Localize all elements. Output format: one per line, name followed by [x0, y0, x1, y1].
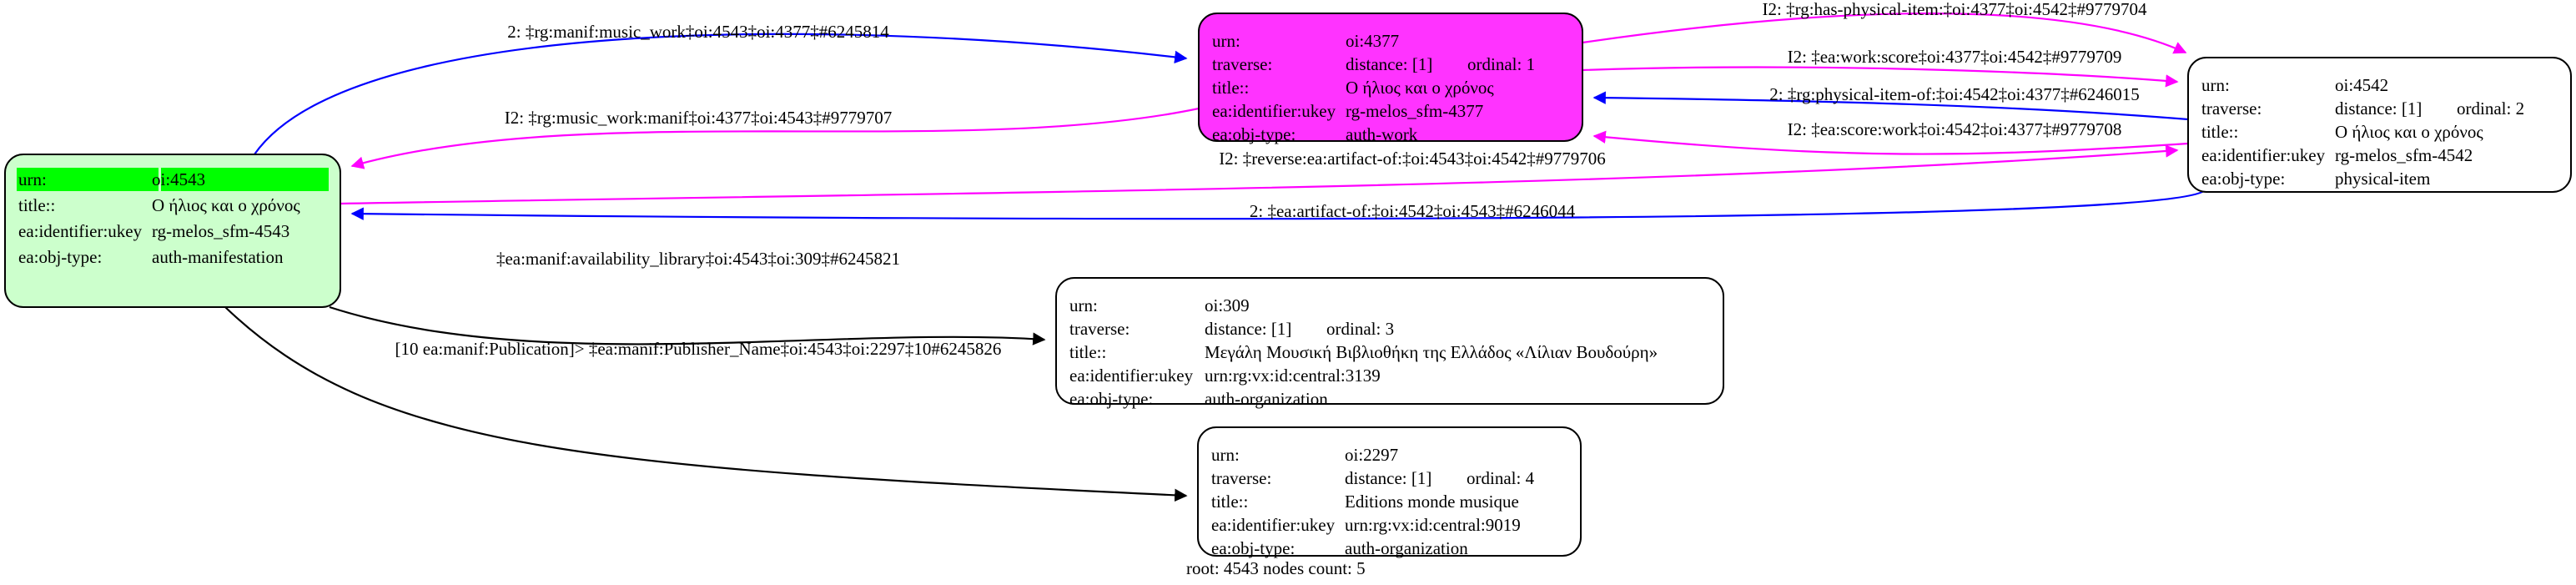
- node-row-key: ea:identifier:ukey: [1212, 101, 1336, 121]
- node-row-key: ea:obj-type:: [1211, 538, 1295, 558]
- node-row-ordinal: ordinal: 3: [1326, 319, 1394, 339]
- node-row-key: ea:obj-type:: [18, 247, 102, 267]
- node-row-value: Μεγάλη Μουσική Βιβλιοθήκη της Ελλάδος «Λ…: [1205, 342, 1658, 362]
- node-row-ordinal: ordinal: 4: [1467, 468, 1535, 488]
- node-box: [2187, 57, 2572, 193]
- edge-4542-to-4377[interactable]: [1592, 91, 2189, 121]
- edge-label: I2: ‡rg:has-physical-item:‡oi:4377‡oi:45…: [1763, 0, 2147, 19]
- node-row-key: title::: [18, 195, 55, 215]
- edge-label: I2: ‡reverse:ea:artifact-of:‡oi:4543‡oi:…: [1219, 149, 1606, 169]
- edge-label: 2: ‡ea:artifact-of:‡oi:4542‡oi:4543‡#624…: [1250, 201, 1576, 221]
- node-row-value: urn:rg:vx:id:central:3139: [1205, 366, 1381, 386]
- node-row-key: urn:: [2201, 75, 2230, 95]
- node-row-key: title::: [1212, 78, 1249, 98]
- node-4542[interactable]: urn: oi:4542 traverse: distance: [1] ordinal…: [2187, 57, 2572, 193]
- edge-label: 2: ‡rg:manif:music_work‡oi:4543‡oi:4377‡…: [507, 22, 889, 42]
- node-row-key: urn:: [18, 169, 47, 189]
- node-row-value: distance: [1]: [1205, 319, 1291, 339]
- node-row-value: oi:2297: [1345, 445, 1398, 465]
- node-2297[interactable]: urn: oi:2297 traverse: distance: [1] ordinal…: [1197, 426, 1582, 558]
- node-row-key: title::: [1069, 342, 1106, 362]
- node-row-value: Editions monde musique: [1345, 492, 1519, 512]
- node-row-key: ea:obj-type:: [2201, 169, 2285, 189]
- edge-4377-to-4542[interactable]: [1582, 66, 2179, 88]
- node-row-value: Ο ήλιος και ο χρόνος: [152, 195, 300, 215]
- node-309[interactable]: urn: oi:309 traverse: distance: [1] ordinal:…: [1055, 277, 1724, 409]
- node-row-value: distance: [1]: [1345, 468, 1431, 488]
- node-box: [1197, 426, 1582, 557]
- edge-4543-to-2297[interactable]: [224, 306, 1188, 502]
- node-row-value: distance: [1]: [2335, 98, 2422, 119]
- node-row-key: ea:identifier:ukey: [18, 221, 143, 241]
- edge-label: ‡ea:manif:availability_library‡oi:4543‡o…: [496, 249, 900, 269]
- node-row-value: auth-work: [1346, 124, 1418, 144]
- node-row-key: title::: [2201, 122, 2238, 142]
- node-row-value: oi:4542: [2335, 75, 2388, 95]
- graph-footer: root: 4543 nodes count: 5: [1186, 558, 1366, 578]
- node-row-key: traverse:: [1212, 54, 1272, 74]
- node-row-key: ea:identifier:ukey: [1069, 366, 1194, 386]
- node-row-value: physical-item: [2335, 169, 2430, 189]
- node-row-ordinal: ordinal: 1: [1467, 54, 1535, 74]
- edges: 2: ‡rg:manif:music_work‡oi:4543‡oi:4377‡…: [224, 0, 2206, 502]
- node-4377[interactable]: urn: oi:4377 traverse: distance: [1] ordinal…: [1198, 13, 1583, 144]
- edge-4543-to-4377[interactable]: [254, 33, 1188, 155]
- node-row-value: oi:4543: [152, 169, 205, 189]
- node-row-key: ea:obj-type:: [1212, 124, 1296, 144]
- edge-4542-to-4377[interactable]: [1592, 130, 2189, 155]
- node-row-value: urn:rg:vx:id:central:9019: [1345, 515, 1521, 535]
- node-row-key: traverse:: [2201, 98, 2262, 119]
- node-row-value: rg-melos_sfm-4542: [2335, 145, 2473, 165]
- node-row-value: distance: [1]: [1346, 54, 1432, 74]
- node-row-key: traverse:: [1211, 468, 1271, 488]
- node-row-ordinal: ordinal: 2: [2457, 98, 2524, 119]
- node-box: [1198, 13, 1583, 142]
- node-row-key: urn:: [1211, 445, 1240, 465]
- node-row-key: traverse:: [1069, 319, 1130, 339]
- node-row-key: ea:identifier:ukey: [1211, 515, 1336, 535]
- edge-label: I2: ‡ea:score:work‡oi:4542‡oi:4377‡#9779…: [1788, 119, 2122, 139]
- node-row-value: auth-organization: [1345, 538, 1468, 558]
- edge-label: I2: ‡rg:music_work:manif‡oi:4377‡oi:4543…: [505, 108, 893, 128]
- node-box: [1055, 277, 1724, 405]
- node-row-value: auth-manifestation: [152, 247, 284, 267]
- node-row-value: rg-melos_sfm-4543: [152, 221, 289, 241]
- edge-4543-to-309[interactable]: [329, 305, 1046, 345]
- node-row-value: Ο ήλιος και ο χρόνος: [1346, 78, 1494, 98]
- node-row-key: urn:: [1212, 31, 1240, 51]
- node-row-value: rg-melos_sfm-4377: [1346, 101, 1483, 121]
- highlight-cell: [161, 168, 329, 191]
- edge-4543-to-4542[interactable]: [340, 144, 2179, 205]
- node-row-value: Ο ήλιος και ο χρόνος: [2335, 122, 2483, 142]
- edge-4377-to-4543[interactable]: [350, 107, 1200, 169]
- edge-label: I2: ‡ea:work:score‡oi:4377‡oi:4542‡#9779…: [1788, 47, 2122, 67]
- node-row-value: oi:309: [1205, 295, 1250, 315]
- node-box: [4, 154, 341, 308]
- edge-4377-to-4542[interactable]: [1582, 13, 2187, 54]
- edge-4542-to-4543[interactable]: [350, 189, 2206, 220]
- node-row-value: auth-organization: [1205, 389, 1328, 409]
- node-row-key: ea:identifier:ukey: [2201, 145, 2326, 165]
- highlight-cell: [17, 168, 158, 191]
- edge-label: 2: ‡rg:physical-item-of:‡oi:4542‡oi:4377…: [1769, 84, 2140, 104]
- node-row-value: oi:4377: [1346, 31, 1399, 51]
- node-row-key: urn:: [1069, 295, 1098, 315]
- node-row-key: title::: [1211, 492, 1248, 512]
- edge-label: [10 ea:manif:Publication]> ‡ea:manif:Pub…: [395, 339, 1002, 359]
- node-row-key: ea:obj-type:: [1069, 389, 1153, 409]
